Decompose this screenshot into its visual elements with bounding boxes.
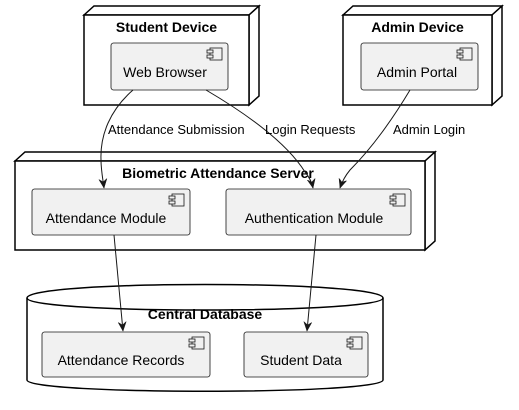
login-requests-label: Login Requests: [265, 122, 356, 137]
attendance-submission-label: Attendance Submission: [108, 122, 245, 137]
attendance-module-label: Attendance Module: [46, 210, 167, 226]
student-data-component: Student Data: [243, 331, 369, 378]
edge-login-requests: Login Requests: [205, 89, 356, 188]
attendance-records-component: Attendance Records: [41, 331, 211, 378]
admin-device-title: Admin Device: [371, 19, 464, 35]
authentication-module-label: Authentication Module: [245, 210, 384, 226]
biometric-attendance-server-node: Biometric Attendance Server Attendance M…: [13, 150, 437, 252]
attendance-module-component: Attendance Module: [31, 188, 191, 236]
student-device-node: Student Device Web Browser: [82, 4, 261, 107]
edge-attendance-to-records: [113, 234, 123, 331]
admin-login-label: Admin Login: [393, 122, 465, 137]
student-data-label: Student Data: [260, 352, 342, 368]
admin-device-node: Admin Device Admin Portal: [341, 4, 504, 107]
student-device-title: Student Device: [116, 19, 217, 35]
admin-portal-component: Admin Portal: [360, 42, 479, 91]
edge-admin-login: Admin Login: [340, 89, 465, 188]
database-title: Central Database: [148, 306, 263, 322]
attendance-records-label: Attendance Records: [58, 352, 185, 368]
edge-attendance-submission: Attendance Submission: [101, 89, 245, 188]
central-database-node: Central Database Attendance Records Stud…: [26, 283, 384, 392]
admin-portal-label: Admin Portal: [377, 64, 457, 80]
edge-auth-to-student-data: [307, 234, 317, 331]
server-title: Biometric Attendance Server: [122, 165, 314, 181]
web-browser-label: Web Browser: [123, 64, 207, 80]
authentication-module-component: Authentication Module: [225, 188, 412, 236]
web-browser-component: Web Browser: [110, 42, 229, 91]
